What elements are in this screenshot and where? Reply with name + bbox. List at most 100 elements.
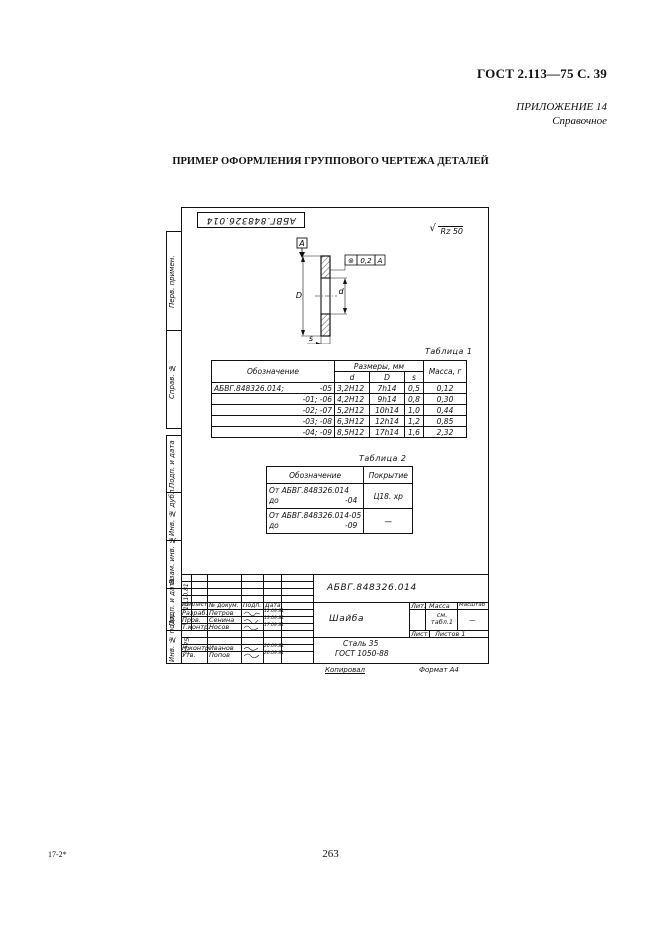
sidebar-sep-3 xyxy=(167,588,182,589)
table-row: От АБВГ.848326.014 до-04 Ц18. хр xyxy=(265,483,414,509)
copied-label: Копировал xyxy=(325,666,365,674)
tb-hdr-podp: Подп. xyxy=(243,602,262,609)
tb-line xyxy=(425,602,426,630)
table1-variant-text: -01; -06 xyxy=(211,393,335,405)
table1-cell-d: 4,2H12 xyxy=(334,393,370,405)
appendix-title: ПРИЛОЖЕНИЕ 14 xyxy=(516,101,607,113)
tb-date: 26.09.81 xyxy=(264,651,285,656)
table1-header-D: D xyxy=(369,371,405,383)
sizes-table: Обозначение Размеры, мм Масса, г d D s А… xyxy=(211,360,467,438)
table2-cell-designation: От АБВГ.848326.014 до-04 xyxy=(265,483,365,509)
signature-marks xyxy=(243,611,261,659)
title-block-listov: Листов 1 xyxy=(435,630,466,638)
table-row: От АБВГ.848326.014-05 до -09 — xyxy=(265,508,414,534)
table1-cell-s: 1,2 xyxy=(404,415,424,427)
table2-designation-line2: до xyxy=(269,521,279,530)
table2-designation-line1: От АБВГ.848326.014 xyxy=(269,486,349,495)
title-block-lit: Лит. xyxy=(411,602,426,610)
podp-data-1-label: Подп. и дата xyxy=(168,440,176,488)
dimension-d-label: d xyxy=(338,287,344,296)
datum-triangle xyxy=(299,252,305,258)
table1-cell-d: 8,5H12 xyxy=(334,426,370,438)
tb-person: Носов xyxy=(209,623,230,631)
tb-line xyxy=(263,574,264,664)
table1-cell-D: 10h14 xyxy=(369,404,405,416)
tb-line xyxy=(181,623,313,624)
table2-cell-coating: — xyxy=(363,508,414,534)
tb-role: Пров. xyxy=(182,616,201,624)
table-row: -04; -09 8,5H12 17h14 1,6 2,32 xyxy=(211,426,467,438)
tb-line xyxy=(181,609,313,610)
tb-date: 17.09.81 xyxy=(264,623,285,628)
tb-line xyxy=(181,602,489,603)
title-block-scale-value: — xyxy=(469,616,476,624)
title-block: АБВГ.848326.014 Шайба Сталь 35 ГОСТ 1050… xyxy=(181,574,489,664)
sidebar-sep-2 xyxy=(167,540,182,541)
table2-header-coating: Покрытие xyxy=(363,466,414,484)
table2-designation-line1: От АБВГ.848326.014-05 xyxy=(269,511,362,520)
table1-header-sizes: Размеры, мм xyxy=(334,360,424,372)
sprav-no-label: Справ. № xyxy=(168,364,176,400)
page-number: 263 xyxy=(322,848,339,860)
table1-cell-mass: 0,44 xyxy=(423,404,467,416)
tb-person: Сенина xyxy=(209,616,235,624)
table1-header-d: d xyxy=(334,371,370,383)
table1-cell-s: 1,6 xyxy=(404,426,424,438)
tb-hdr-doc: № докум. xyxy=(209,602,239,609)
washer-hatch-bottom xyxy=(320,313,331,337)
table2-designation-value: -09 xyxy=(344,521,358,530)
appendix-label: ПРИЛОЖЕНИЕ 14 Справочное xyxy=(516,100,607,128)
tb-hdr-data: Дата xyxy=(265,602,281,609)
washer-hatch-top xyxy=(320,255,331,279)
table1-variant-text: -05 xyxy=(319,383,332,393)
tb-line xyxy=(181,637,489,638)
page-header: ГОСТ 2.113—75 С. 39 xyxy=(477,66,607,81)
inv-dubl-label: Инв. № дубл. xyxy=(168,487,176,536)
tb-line xyxy=(181,644,313,645)
page-title: ПРИМЕР ОФОРМЛЕНИЯ ГРУППОВОГО ЧЕРТЕЖА ДЕТ… xyxy=(172,156,489,167)
tb-person: Попов xyxy=(209,651,230,659)
tb-line xyxy=(207,574,208,664)
dimension-s-label: s xyxy=(309,334,313,343)
dimension-D-label: D xyxy=(296,291,302,300)
tb-date: 20.09.81 xyxy=(264,644,285,649)
tolerance-value: 0,2 xyxy=(360,257,372,265)
title-block-list: Лист xyxy=(411,630,428,638)
tb-line xyxy=(181,588,313,589)
table1-cell-designation: АБВГ.848326.014; -05 xyxy=(211,382,335,394)
tolerance-symbol: ⊚ xyxy=(348,257,354,265)
inv-podl-label: Инв. № подл. xyxy=(168,612,176,662)
tb-line xyxy=(409,609,489,610)
table1-cell-s: 1,0 xyxy=(404,404,424,416)
table2-designation-value: -04 xyxy=(344,496,358,505)
tb-line xyxy=(281,574,282,664)
title-block-material-1: Сталь 35 xyxy=(343,639,379,648)
table1-header-s: s xyxy=(404,371,424,383)
table1-cell-mass: 0,30 xyxy=(423,393,467,405)
tb-line xyxy=(181,574,489,575)
tolerance-datum: A xyxy=(377,257,383,265)
tb-date: 12.09.81 xyxy=(264,609,285,614)
tb-date: 13.09.81 xyxy=(264,616,285,621)
table1-cell-D: 9h14 xyxy=(369,393,405,405)
washer-section-view: A D d ⊚ 0,2 A s xyxy=(296,237,386,344)
sidebar-upper: Перв. примен. Справ. № xyxy=(166,231,182,429)
table1-caption: Таблица 1 xyxy=(425,347,473,356)
upside-down-code: АБВГ.848326.014 xyxy=(197,212,305,228)
title-block-material-2: ГОСТ 1050-88 xyxy=(335,649,389,658)
table1-header-designation: Обозначение xyxy=(211,360,335,383)
drawing-frame xyxy=(181,207,489,664)
tb-line xyxy=(457,602,458,630)
table1-cell-mass: 0,12 xyxy=(423,382,467,394)
table-row: -01; -06 4,2H12 9h14 0,8 0,30 xyxy=(211,393,467,405)
format-label: Формат А4 xyxy=(419,666,459,674)
table-row: -02; -07 5,2H12 10h14 1,0 0,44 xyxy=(211,404,467,416)
tb-hdr-list: Лист xyxy=(193,602,207,608)
table1-header-mass: Масса, г xyxy=(423,360,467,383)
title-block-mass-value: см. табл.1 xyxy=(430,611,454,626)
table1-designation-text: АБВГ.848326.014; xyxy=(214,383,284,393)
tb-role: Т.контр. xyxy=(182,623,211,631)
table1-cell-mass: 2,32 xyxy=(423,426,467,438)
title-block-masshtab: Масштаб xyxy=(459,602,486,608)
sidebar-upper-separator xyxy=(167,330,182,331)
